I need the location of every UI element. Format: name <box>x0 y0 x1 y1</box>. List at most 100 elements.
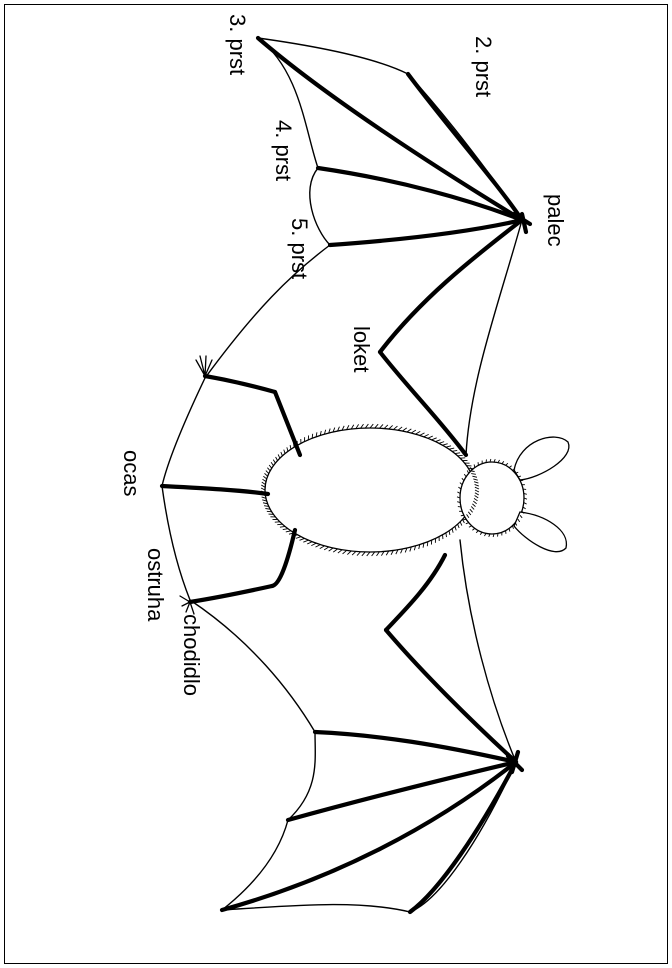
fur-stroke <box>262 502 268 505</box>
fur-stroke <box>341 425 345 431</box>
fur-stroke <box>328 428 331 434</box>
label-spur: ostruha <box>143 548 168 622</box>
fur-stroke <box>484 533 487 537</box>
fur-stroke <box>469 508 473 513</box>
label-tail: ocas <box>119 450 144 496</box>
legs-and-tail <box>159 355 303 615</box>
upper-wing-trailing-edge-2 <box>309 167 331 246</box>
fur-stroke <box>369 423 374 429</box>
label-finger-4: 4. prst <box>271 120 296 181</box>
fur-stroke <box>388 425 393 430</box>
finger-4-bone <box>315 165 525 223</box>
fur-stroke <box>517 475 522 478</box>
lower-ear <box>513 511 567 553</box>
fur-stroke <box>422 543 425 548</box>
fur-stroke <box>267 467 271 472</box>
fur-texture <box>260 423 528 557</box>
label-finger-5: 5. prst <box>287 218 312 279</box>
fur-stroke <box>337 426 340 432</box>
fur-stroke <box>448 530 451 535</box>
fur-stroke <box>456 496 461 499</box>
fur-stroke <box>454 526 457 531</box>
lower-wing <box>189 539 525 915</box>
fur-stroke <box>445 532 447 538</box>
fur-stroke <box>277 523 283 526</box>
fur-stroke <box>462 518 467 521</box>
fur-stroke <box>472 528 476 531</box>
label-thumb: palec <box>543 194 568 247</box>
lower-wing-trailing-edge-2 <box>287 731 316 821</box>
fur-stroke <box>400 548 403 554</box>
fur-stroke <box>523 493 527 495</box>
fur-stroke <box>464 516 468 521</box>
finger-3-bone-lower <box>219 759 519 913</box>
fur-stroke <box>260 487 266 491</box>
fur-stroke <box>473 497 478 502</box>
fur-stroke <box>418 544 421 550</box>
fur-stroke <box>474 495 479 499</box>
bat-body <box>260 423 570 557</box>
upper-forearm-bone <box>377 217 525 355</box>
label-foot: chodidlo <box>179 614 204 696</box>
fur-stroke <box>473 478 478 481</box>
fur-stroke <box>347 550 352 555</box>
fur-stroke <box>454 452 461 455</box>
lower-humerus-bone <box>383 552 448 633</box>
fur-stroke <box>514 522 518 526</box>
head <box>459 461 525 535</box>
fur-stroke <box>319 430 322 436</box>
fur-stroke <box>489 458 492 463</box>
fur-stroke <box>473 464 476 468</box>
fur-stroke <box>479 531 483 535</box>
lower-wing-tip-edge <box>221 903 411 913</box>
fur-stroke <box>371 551 376 557</box>
labels: 3. prst 2. prst 4. prst palec 5. prst lo… <box>119 14 568 696</box>
fur-stroke <box>270 461 274 466</box>
fur-stroke <box>324 429 327 435</box>
fur-stroke <box>512 468 516 471</box>
label-finger-3: 3. prst <box>225 14 250 75</box>
fur-stroke <box>523 502 527 505</box>
fur-stroke <box>350 424 355 430</box>
fur-stroke <box>457 501 461 503</box>
fur-stroke <box>328 547 334 552</box>
fur-stroke <box>356 551 361 556</box>
fur-stroke <box>508 465 512 468</box>
finger-2-bone <box>405 71 525 223</box>
fur-stroke <box>415 431 421 435</box>
fur-stroke <box>261 481 266 485</box>
fur-stroke <box>332 548 338 553</box>
fur-stroke <box>355 424 359 429</box>
fur-stroke <box>508 528 511 532</box>
fur-stroke <box>488 533 491 538</box>
fur-stroke <box>459 521 463 526</box>
label-elbow: loket <box>349 326 374 372</box>
fur-stroke <box>468 525 472 528</box>
fur-stroke <box>492 533 495 538</box>
fur-stroke <box>472 503 476 507</box>
upper-wing-inner-membrane <box>465 219 523 456</box>
fur-stroke <box>315 544 321 548</box>
fur-stroke <box>268 464 273 469</box>
lower-foot-claws <box>179 595 195 615</box>
fur-stroke <box>263 475 267 480</box>
fur-stroke <box>264 505 269 507</box>
fur-stroke <box>295 536 302 539</box>
fur-stroke <box>319 545 325 549</box>
fur-stroke <box>351 551 357 556</box>
finger-2-bone-lower <box>407 759 519 915</box>
fur-stroke <box>427 435 433 439</box>
fur-stroke <box>448 447 455 450</box>
finger-3-bone <box>255 35 525 223</box>
fur-stroke <box>473 500 477 505</box>
tail-membrane-upper <box>161 377 206 487</box>
fur-stroke <box>262 499 267 502</box>
fur-stroke <box>411 429 417 434</box>
fur-stroke <box>379 424 384 429</box>
lower-wing-trailing-edge-3 <box>189 599 316 733</box>
fur-stroke <box>474 489 480 493</box>
fur-stroke <box>519 515 523 519</box>
upper-foot-claws <box>195 355 213 377</box>
fur-stroke <box>275 456 278 461</box>
upper-leg-shin <box>202 373 278 395</box>
